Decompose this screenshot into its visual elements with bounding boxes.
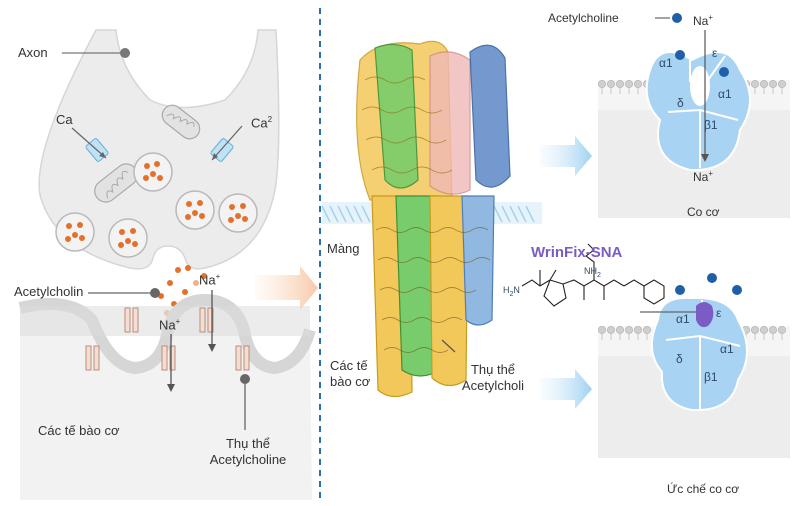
- acetylcholin-label: Acetylcholin: [14, 284, 84, 299]
- lipid-head: [769, 80, 777, 88]
- peptide-amine-top: NH2: [584, 266, 601, 279]
- lipid-head: [598, 80, 606, 88]
- lipid-head: [598, 326, 606, 334]
- subunit-beta1-bottom: β1: [704, 370, 718, 384]
- muscle-cells-label-middle: Các tế bào cơ: [330, 358, 371, 389]
- receptor-label-left: Thụ thể Acetylcholine: [209, 436, 287, 467]
- acetylcholine-dots-in-vesicles: [65, 161, 248, 248]
- lipid-head: [625, 80, 633, 88]
- receptor-pointer-middle: [441, 339, 456, 353]
- subunit-alpha1-left-bottom: α1: [676, 312, 690, 326]
- protein-subunit-yellow-bottom-2: [429, 195, 469, 387]
- lipid-head: [769, 326, 777, 334]
- peptide-name: WrinFix-SNA: [531, 244, 623, 261]
- lipid-head: [616, 326, 624, 334]
- acetylcholine-label-right: Acetylcholine: [548, 11, 619, 25]
- peptide-bound-blob: [696, 302, 714, 328]
- protein-subunit-blue-top: [469, 44, 511, 188]
- receptor-label-middle: Thụ thể Acetylcholi: [461, 362, 525, 393]
- lipid-head: [616, 80, 624, 88]
- sodium-label-upper: Na+: [199, 272, 221, 288]
- lipid-head: [607, 80, 615, 88]
- subunit-epsilon-top: ε: [712, 46, 718, 60]
- sodium-label-in: Na+: [693, 13, 714, 28]
- subunit-delta-top: δ: [677, 96, 684, 110]
- lipid-head: [760, 326, 768, 334]
- calcium-channel-left: [71, 127, 109, 162]
- muscle-cells-label-left: Các tế bào cơ: [38, 423, 120, 438]
- calcium-label-left: Ca: [56, 112, 73, 127]
- mitochondrion-top: [161, 104, 201, 140]
- lipid-head: [778, 80, 786, 88]
- lipid-head: [634, 326, 642, 334]
- peptide-structure: [521, 243, 665, 307]
- subunit-delta-bottom: δ: [676, 352, 683, 366]
- axon-label: Axon: [18, 45, 48, 60]
- acetylcholine-legend-dot: [672, 13, 682, 23]
- lipid-heads-right-bottom: [598, 326, 786, 340]
- caption-contraction: Co cơ: [687, 205, 720, 219]
- lipid-head: [760, 80, 768, 88]
- protein-subunit-pink-top: [429, 51, 471, 195]
- calcium-label-right: Ca2: [251, 115, 273, 131]
- lipid-head: [778, 326, 786, 334]
- subunit-epsilon-bottom: ε: [716, 306, 722, 320]
- caption-inhibition: Ức chế co cơ: [667, 482, 740, 496]
- arrow-middle-to-right-top: [540, 136, 592, 176]
- lipid-head: [751, 326, 759, 334]
- sodium-label-lower: Na+: [159, 317, 181, 333]
- subunit-beta1-top: β1: [704, 118, 718, 132]
- subunit-alpha1-right-top: α1: [718, 87, 732, 101]
- lipid-head: [643, 326, 651, 334]
- calcium-channel-right: [210, 125, 243, 162]
- arrow-middle-to-right-bottom: [540, 369, 592, 409]
- protein-helix-texture-top: [361, 76, 453, 174]
- lipid-head: [634, 80, 642, 88]
- lipid-head: [625, 326, 633, 334]
- lipid-head: [751, 80, 759, 88]
- lipid-head: [607, 326, 615, 334]
- peptide-amine-left: H2N: [503, 285, 520, 298]
- acetylcholine-ligands-bottom: [675, 273, 742, 295]
- subunit-alpha1-right-bottom: α1: [720, 342, 734, 356]
- membrane-label: Màng: [327, 241, 360, 256]
- protein-subunit-blue-bottom: [461, 195, 495, 326]
- receptor-channels-left: [85, 307, 250, 371]
- arrow-left-to-middle: [255, 266, 318, 310]
- receptor-right-bottom: [651, 296, 748, 412]
- protein-helix-texture-bottom: [375, 227, 491, 353]
- sodium-label-out: Na+: [693, 169, 714, 184]
- acetylcholine-ligands-top: [675, 50, 729, 77]
- subunit-alpha1-left-top: α1: [659, 56, 673, 70]
